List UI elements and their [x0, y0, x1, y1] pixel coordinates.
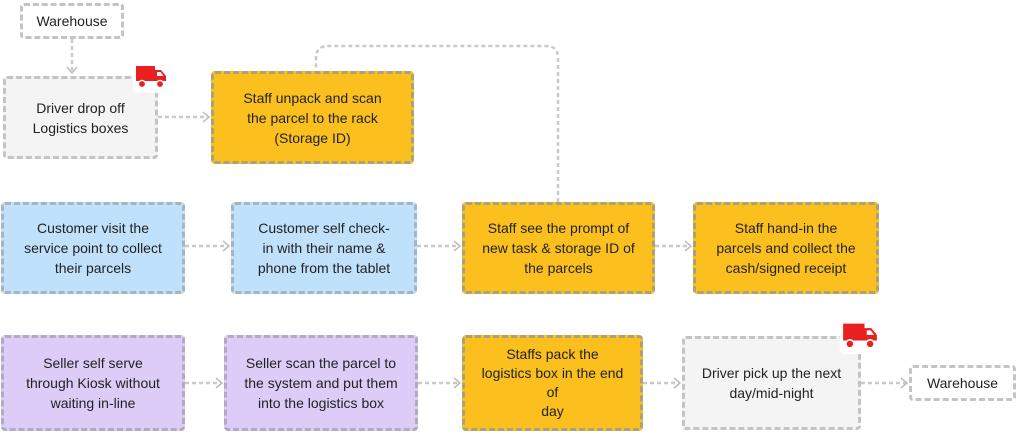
- node-staff-unpack: Staff unpack and scan the parcel to the …: [211, 71, 414, 164]
- node-driver-pickup-label: Driver pick up the next day/mid-night: [701, 365, 842, 401]
- node-staff-pack: Staffs pack the logistics box in the end…: [462, 335, 643, 431]
- node-customer-checkin: Customer self check- in with their name …: [231, 202, 417, 294]
- node-seller-kiosk-label: Seller self serve through Kiosk without …: [26, 355, 160, 411]
- node-customer-visit: Customer visit the service point to coll…: [1, 202, 185, 294]
- node-warehouse-top-label: Warehouse: [36, 13, 108, 29]
- node-warehouse-bottom-label: Warehouse: [926, 375, 999, 391]
- node-staff-handin-label: Staff hand-in the parcels and collect th…: [716, 220, 856, 276]
- node-seller-kiosk: Seller self serve through Kiosk without …: [1, 335, 185, 431]
- node-customer-visit-label: Customer visit the service point to coll…: [24, 220, 162, 276]
- node-driver-pickup: Driver pick up the next day/mid-night: [682, 336, 861, 430]
- truck-icon: [839, 318, 881, 354]
- node-driver-drop-label: Driver drop off Logistics boxes: [32, 99, 129, 136]
- node-warehouse-top: Warehouse: [20, 3, 124, 39]
- truck-icon: [133, 61, 169, 93]
- node-customer-checkin-label: Customer self check- in with their name …: [257, 220, 391, 276]
- node-staff-prompt-label: Staff see the prompt of new task & stora…: [482, 220, 635, 276]
- node-warehouse-bottom: Warehouse: [909, 365, 1016, 401]
- edge-prompt-to-unpack: [314, 44, 560, 202]
- node-staff-pack-label: Staffs pack the logistics box in the end…: [481, 346, 624, 419]
- node-staff-prompt: Staff see the prompt of new task & stora…: [462, 202, 655, 294]
- node-seller-scan-label: Seller scan the parcel to the system and…: [244, 355, 398, 411]
- node-staff-unpack-label: Staff unpack and scan the parcel to the …: [243, 89, 382, 146]
- node-staff-handin: Staff hand-in the parcels and collect th…: [693, 202, 879, 294]
- node-seller-scan: Seller scan the parcel to the system and…: [224, 335, 418, 431]
- node-driver-drop: Driver drop off Logistics boxes: [3, 76, 158, 159]
